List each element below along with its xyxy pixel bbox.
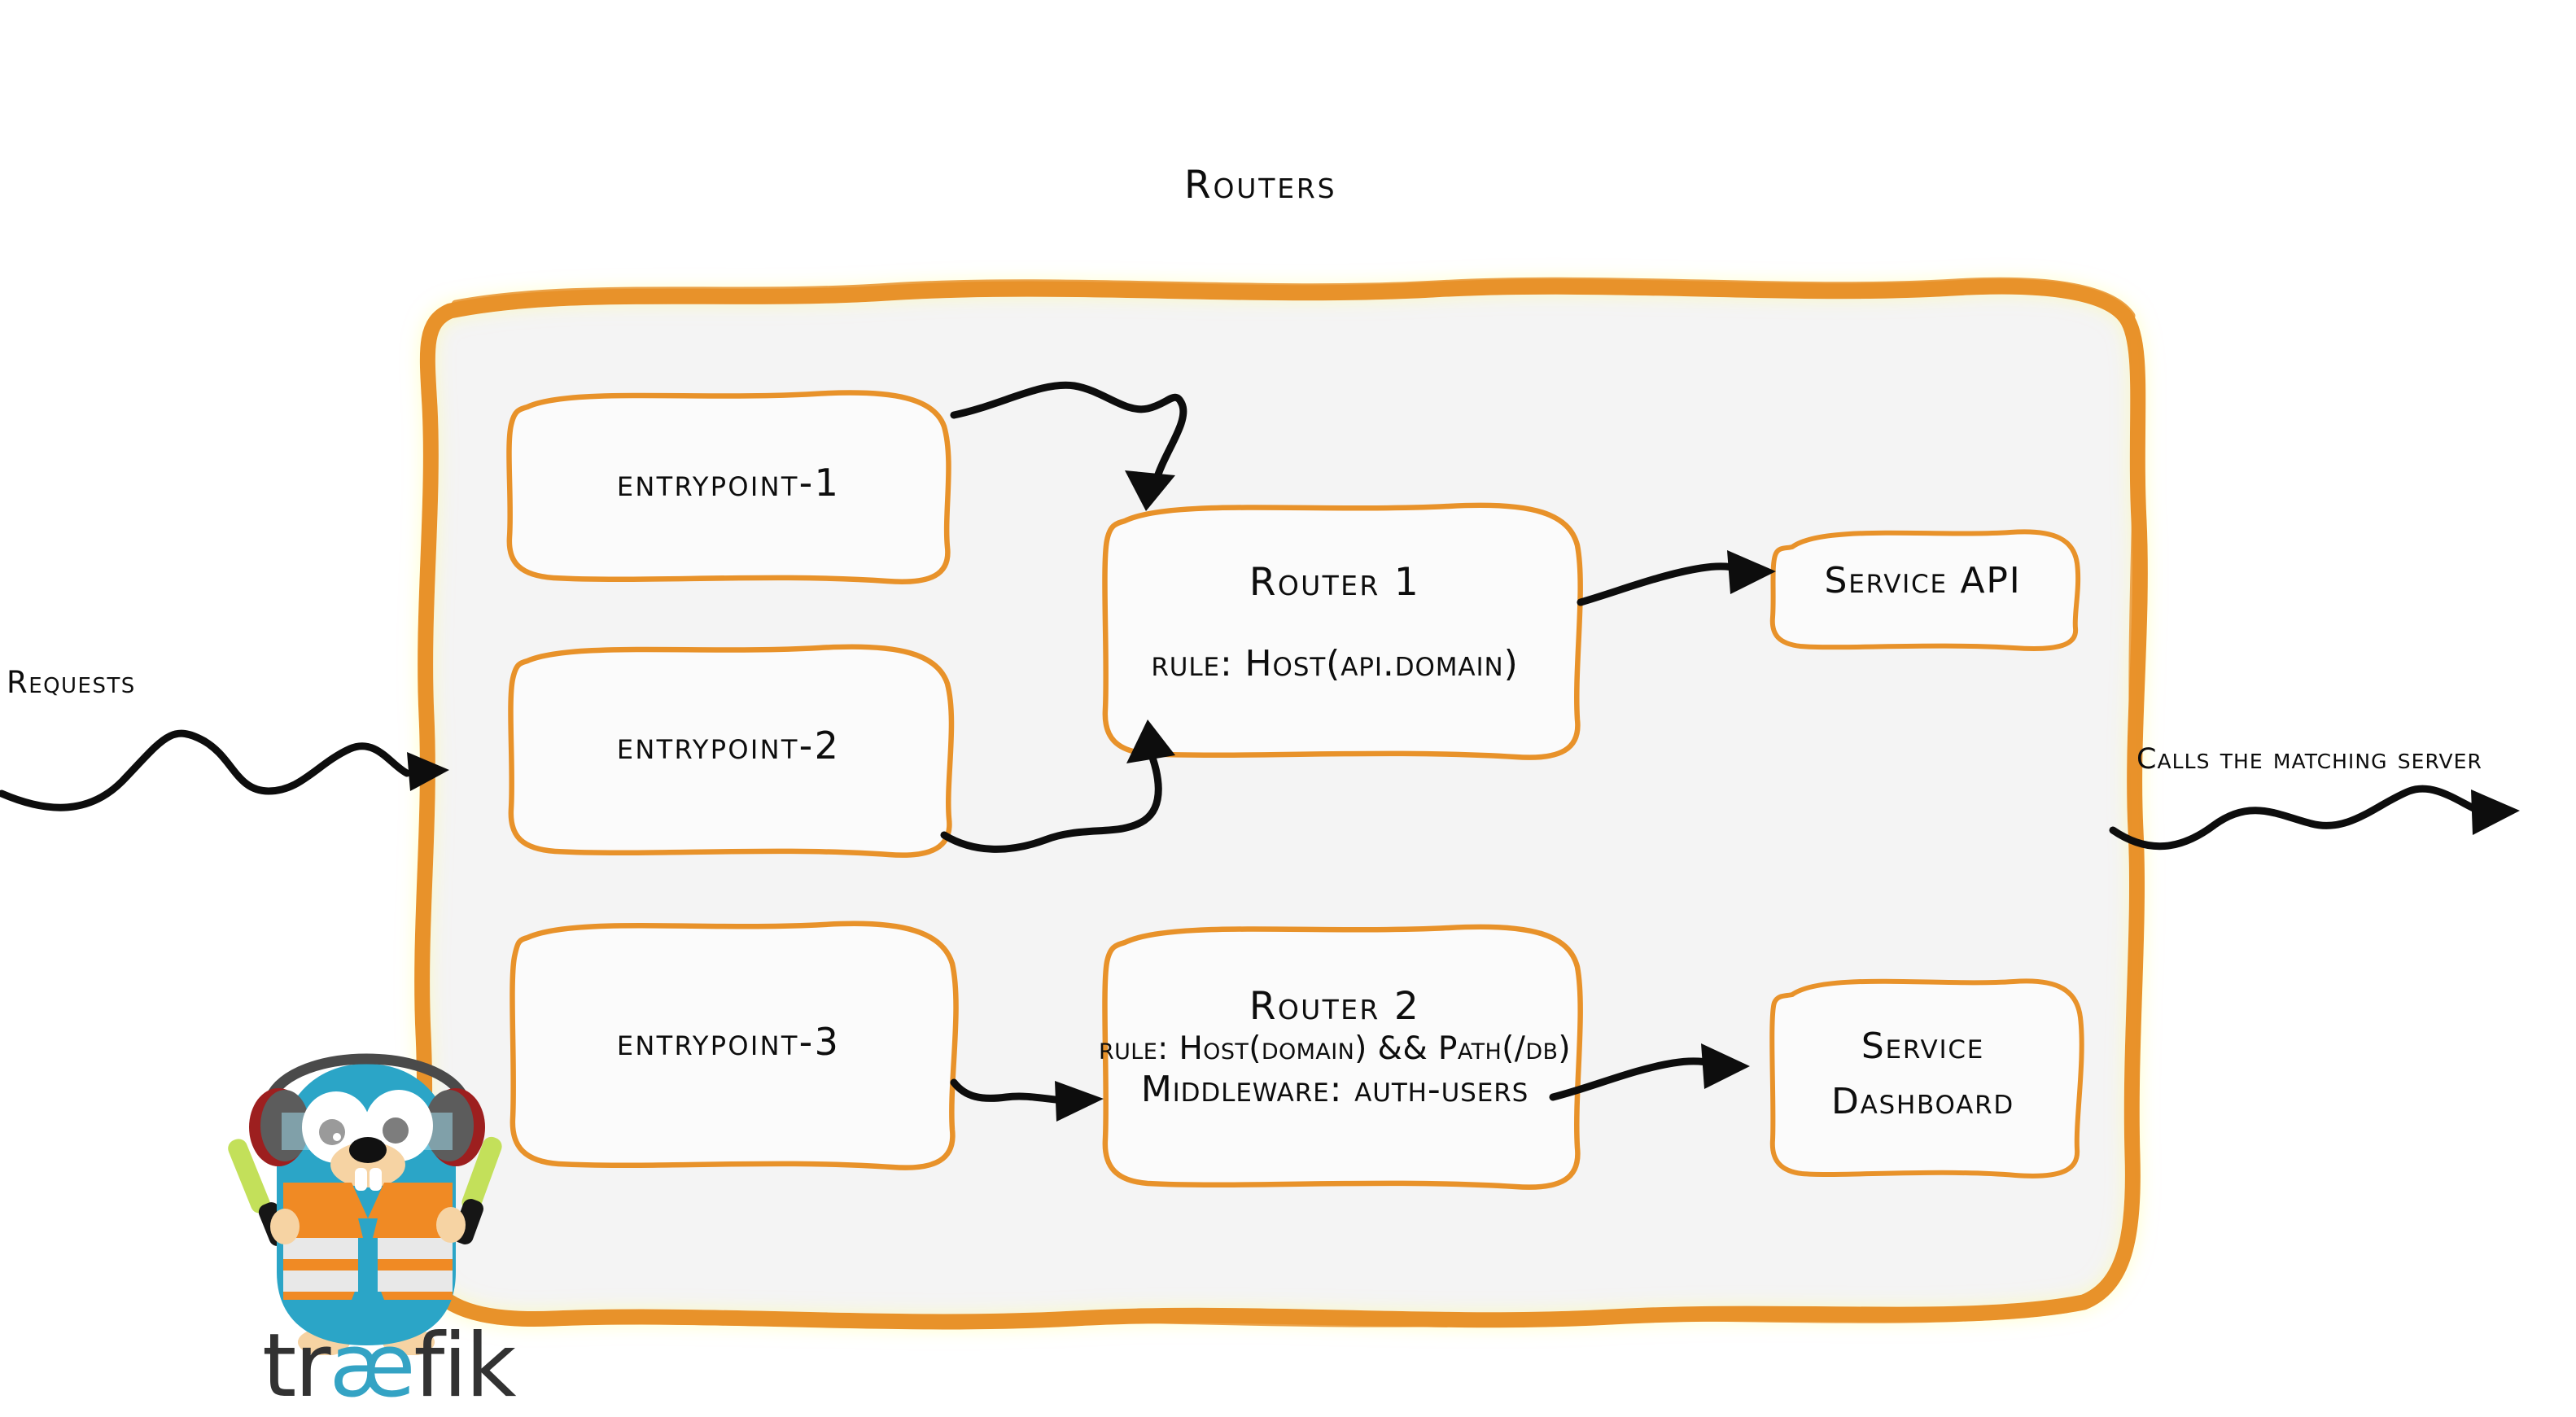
arrow-router2-to-service-dashboard [1549,1043,1750,1101]
arrow-container-to-matching-server [2109,785,2520,851]
entrypoint-3-box-outline [510,921,959,1170]
safety-vest [283,1183,453,1300]
router-2-box-outline [1102,924,1583,1190]
service-dashboard-box[interactable]: Service Dashboard [1778,977,2067,1172]
entrypoint-1-box[interactable]: entrypoint-1 [509,389,948,576]
router-1-title: Router 1 [1249,560,1421,606]
gopher-muzzle [330,1137,405,1191]
service-dashboard-label-line1: Service [1861,1025,1985,1067]
arrow-entrypoint3-to-router2 [950,1078,1104,1122]
entrypoint-2-box-outline [508,644,955,858]
arrow-requests-to-container [0,729,449,811]
router-2-title: Router 2 [1249,983,1421,1029]
wordmark-suffix: fik [413,1315,516,1417]
router-2-box[interactable]: Router 2 rule: Host(domain) && Path(/db)… [1099,918,1571,1177]
entrypoint-3-box[interactable]: entrypoint-3 [509,920,948,1164]
gopher-paw-left [270,1209,300,1244]
entrypoint-1-label: entrypoint-1 [616,460,841,505]
service-api-box[interactable]: Service API [1778,529,2067,633]
router-1-rule: rule: Host(api.domain) [1151,642,1519,684]
arrow-router1-to-service-api [1577,550,1776,606]
calls-matching-server-label: Calls the matching server [2136,743,2482,776]
wordmark-prefix: tr [262,1315,331,1417]
entrypoint-2-label: entrypoint-2 [616,723,841,768]
traefik-gopher-mascot [228,1053,502,1355]
page-title: Routers [1184,163,1337,208]
service-dashboard-box-outline [1769,978,2084,1179]
router-1-box[interactable]: Router 1 rule: Host(api.domain) [1103,496,1567,749]
arrow-entrypoint2-to-router1 [940,719,1175,853]
service-api-box-outline [1769,529,2081,651]
traefik-logo-wordmark: træfik [262,1323,517,1410]
requests-label: Requests [7,665,136,700]
service-api-label: Service API [1824,559,2022,601]
router-2-middleware: Middleware: auth-users [1140,1069,1529,1111]
router-1-box-outline [1102,502,1583,760]
gopher-paw-right [436,1207,466,1243]
router-2-rule: rule: Host(domain) && Path(/db) [1098,1030,1572,1068]
service-dashboard-label-line2: Dashboard [1830,1081,2015,1122]
entrypoint-1-box-outline [506,390,951,584]
headphone-band [265,1053,470,1104]
entrypoint-2-box[interactable]: entrypoint-2 [509,643,948,848]
wordmark-ae-ligature: æ [329,1315,415,1417]
arrow-entrypoint1-to-router1 [950,381,1187,511]
entrypoint-3-label: entrypoint-3 [616,1019,841,1064]
